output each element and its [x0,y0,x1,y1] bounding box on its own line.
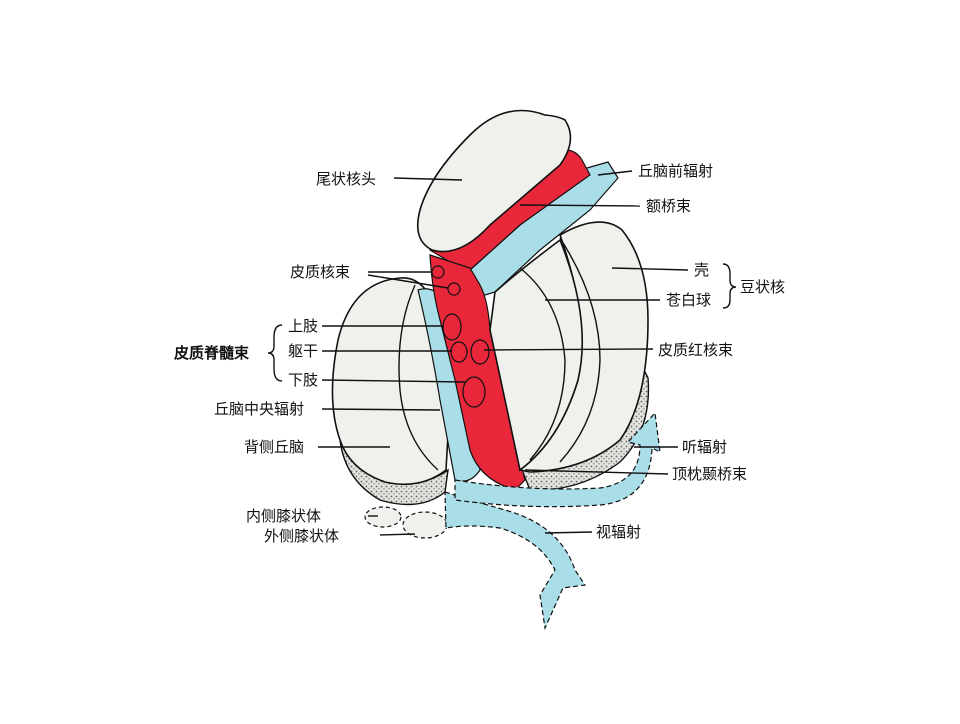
label-lower-limb: 下肢 [288,371,318,389]
label-corticonuclear-tract: 皮质核束 [290,263,350,281]
label-central-thalamic-radiation: 丘脑中央辐射 [214,400,304,418]
lower-limb-circle [463,377,485,407]
corticonuclear-circle-2 [448,283,460,295]
upper-limb-circle [443,314,461,340]
label-upper-limb: 上肢 [288,317,318,335]
optic-radiation-arrow [445,492,585,628]
label-dorsal-thalamus: 背侧丘脑 [244,438,304,456]
label-trunk: 躯干 [288,342,318,360]
label-caudate-head: 尾状核头 [316,170,376,188]
label-acoustic-radiation: 听辐射 [682,438,727,456]
label-corticorubral-tract: 皮质红核束 [658,341,733,359]
label-putamen: 壳 [694,261,709,279]
label-globus-pallidus: 苍白球 [666,291,711,309]
label-parieto-occipito-temporopontine-tract: 顶枕颞桥束 [672,465,747,483]
label-frontopontine-tract: 额桥束 [646,197,691,215]
label-corticospinal-tract: 皮质脊髓束 [174,344,250,362]
trunk-circle [451,342,467,362]
medial-geniculate-body-shape [365,507,401,527]
label-lateral-geniculate-body: 外侧膝状体 [264,527,339,545]
label-lentiform-nucleus: 豆状核 [740,278,785,296]
label-optic-radiation: 视辐射 [596,523,641,541]
label-medial-geniculate-body: 内侧膝状体 [246,507,321,525]
label-anterior-thalamic-radiation: 丘脑前辐射 [638,162,713,180]
corticorubral-circle [471,340,489,364]
corticonuclear-circle-1 [432,266,444,278]
